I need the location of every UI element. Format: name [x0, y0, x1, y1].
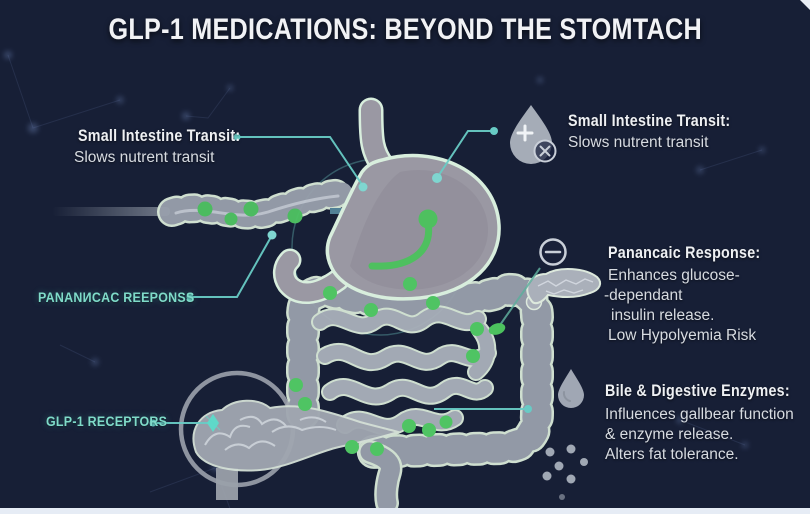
glp1-receptor-dots-segment	[197, 201, 303, 226]
page-title: GLP-1 MEDICATIONS: BEYOND THE STOMTACH	[0, 13, 810, 47]
annotation-line: insulin release.	[611, 307, 715, 324]
enzyme-dots-icon	[542, 444, 588, 500]
brain-head-illustration	[178, 370, 402, 500]
connector-small-intestine-left	[240, 136, 364, 187]
droplet-plus-cross-icon	[510, 105, 557, 164]
annotation-line: Low Hypolyemia Risk	[608, 327, 757, 344]
corner-white-sliver	[800, 0, 810, 10]
stomach-inner-shade	[350, 169, 489, 290]
small-intestine-segment-illustration	[157, 178, 369, 230]
label-glp1-receptors: GLP-1 RECEPTORS	[46, 414, 168, 429]
annotation-small-intestine-left: Small Intestine Transit: Slows nutrent t…	[74, 126, 271, 168]
connector-stomach-right	[436, 130, 494, 179]
stomach-illustration	[272, 97, 501, 304]
annotation-body: Slows nutrent transit	[568, 134, 709, 151]
background-network-decoration	[4, 51, 765, 514]
annotation-line: Enhances glucose-	[608, 267, 740, 284]
minus-circle-icon	[539, 238, 567, 266]
stomach-green-dot	[418, 209, 438, 229]
small-intestine-coils	[311, 305, 497, 436]
annotation-line: -dependant	[604, 287, 683, 304]
pancreas-connector-line	[499, 267, 541, 326]
page-title-text: GLP-1 MEDICATIONS: BEYOND THE STOMTACH	[108, 13, 702, 46]
annotation-heading: Panancaic Response:	[608, 243, 761, 262]
glp1-receptor-dots-intestine	[289, 277, 484, 456]
neck	[216, 468, 238, 500]
brain-folds	[204, 415, 337, 451]
annotation-bile-enzymes: Bile & Digestive Enzymes: Influences gal…	[605, 381, 810, 465]
annotation-heading: Bile & Digestive Enzymes:	[605, 381, 790, 400]
bottom-white-strip	[0, 508, 810, 514]
pancreas-illustration	[488, 267, 602, 335]
annotation-small-intestine-right: Small Intestine Transit: Slows nutrent t…	[568, 111, 761, 153]
annotation-heading: Small Intestine Transit:	[78, 126, 241, 145]
annotation-line: & enzyme release.	[605, 426, 734, 443]
connector-dots	[149, 127, 532, 432]
annotation-body: Slows nutrent transit	[74, 149, 215, 166]
label-pancreatic-response: PANANИCAC REEPONSS	[38, 290, 195, 305]
connector-pancreatic-left	[193, 236, 272, 298]
pancreas-target-dot	[488, 323, 506, 335]
annotation-pancreatic-response: Panancaic Response: Enhances glucose- -d…	[604, 243, 789, 346]
connector-lines	[156, 130, 526, 424]
annotation-heading: Small Intestine Transit:	[568, 111, 731, 130]
stomach-green-curve	[368, 218, 433, 270]
bile-droplet-icon	[558, 369, 584, 408]
annotation-line: Alters fat tolerance.	[605, 446, 739, 463]
annotation-line: Influences gallbear function	[605, 406, 794, 423]
light-beam	[52, 207, 170, 216]
